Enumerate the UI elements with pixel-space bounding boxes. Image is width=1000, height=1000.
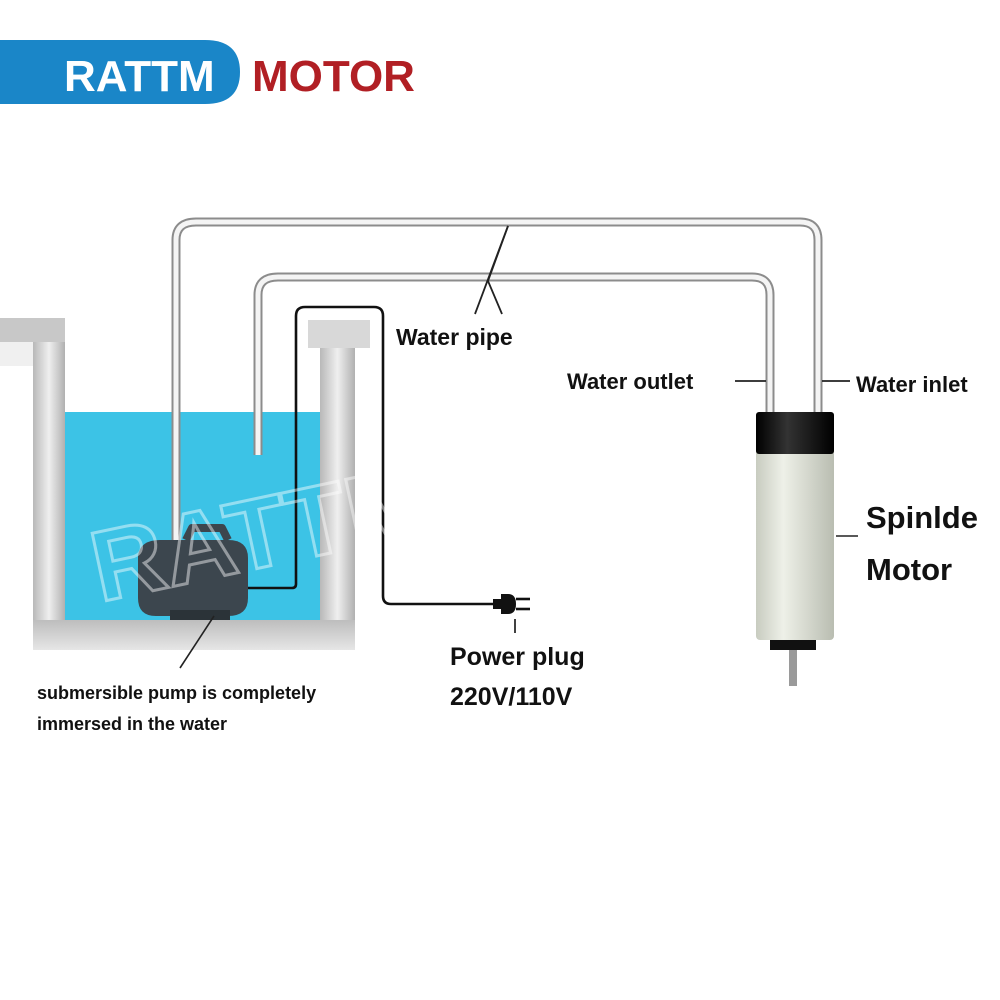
pump-leader-line — [179, 615, 215, 669]
spindle-motor — [756, 412, 858, 686]
spindle-label-line1: Spinlde — [866, 500, 978, 535]
logo-brand-left: RATTM — [64, 52, 215, 101]
tank-left-wall — [33, 340, 65, 650]
brand-logo: RATTM MOTOR — [0, 40, 415, 104]
tank-left-rim-face — [0, 342, 33, 366]
submersible-pump-icon — [138, 524, 248, 620]
power-cable — [240, 305, 500, 606]
logo-badge — [0, 40, 240, 104]
tank-right-rim — [308, 320, 370, 348]
tank-left-rim — [0, 318, 65, 342]
tank-right-wall — [320, 345, 355, 650]
spindle-body — [756, 446, 834, 640]
power-plug-label-line2: 220V/110V — [450, 683, 573, 711]
pipe-to-inlet-core — [173, 219, 821, 545]
power-plug-label-line1: Power plug — [450, 643, 585, 671]
pipe-from-outlet-core — [255, 274, 773, 455]
spindle-cap — [756, 412, 834, 454]
water-outlet-label: Water outlet — [567, 369, 694, 394]
spindle-shaft — [789, 646, 797, 686]
water-pipe-leaders — [474, 225, 509, 315]
water-pipe-label: Water pipe — [396, 324, 513, 350]
tank-bottom — [33, 620, 355, 650]
pump-label-line2: immersed in the water — [37, 714, 227, 734]
spindle-label-line2: Motor — [866, 552, 952, 587]
water-tank — [0, 318, 370, 650]
logo-brand-right: MOTOR — [252, 52, 415, 101]
pump-label-line1: submersible pump is completely — [37, 683, 316, 703]
power-plug-icon — [493, 594, 530, 633]
water-pipes — [171, 217, 823, 545]
water-inlet-label: Water inlet — [856, 372, 968, 397]
